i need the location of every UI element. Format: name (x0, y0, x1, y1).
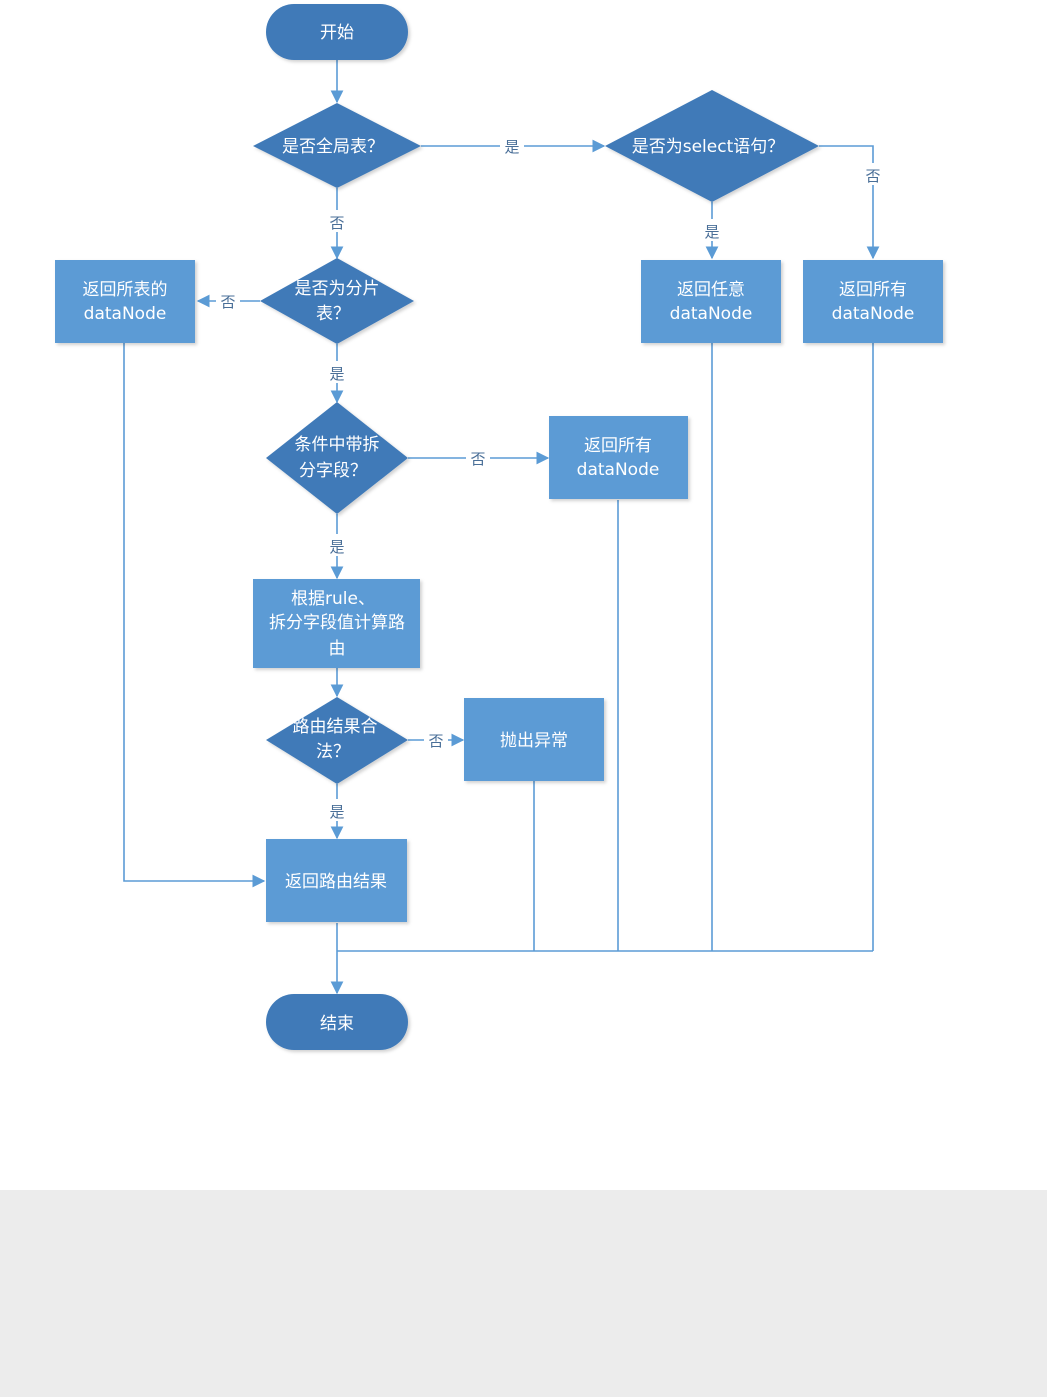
process-return-any: 返回任意 dataNode (641, 260, 781, 343)
flowchart: 是 否 是 否 否 是 否 是 否 是 开始 是否全局表？ 是否为select语… (55, 4, 943, 1050)
process-return-all-a: 返回所有 dataNode (803, 260, 943, 343)
process-throw-exception: 抛出异常 (464, 698, 604, 781)
decision-split-label-1: 条件中带拆 (295, 435, 380, 455)
start-label: 开始 (320, 23, 354, 43)
label-valid-no: 否 (428, 732, 443, 750)
decision-route-valid: 路由结果合 法？ (266, 697, 408, 784)
edge-return-all-tables-to-return-route (123, 343, 266, 888)
start-node: 开始 (266, 4, 408, 60)
edge-select-to-return-all-a (819, 145, 880, 260)
return-all-b-label-1: 返回所有 (584, 436, 652, 456)
return-route-label: 返回路由结果 (285, 872, 387, 892)
label-split-yes: 是 (329, 538, 344, 556)
process-compute-route: 根据rule、 拆分字段值计算路 由 (253, 579, 420, 668)
decision-global-label: 是否全局表？ (282, 137, 384, 157)
label-shard-yes: 是 (329, 365, 344, 383)
compute-label-2: 拆分字段值计算路 (269, 613, 405, 633)
process-return-route: 返回路由结果 (266, 839, 407, 922)
decision-global-table: 是否全局表？ (253, 103, 421, 188)
decision-valid-label-2: 法？ (316, 742, 350, 762)
edge-labels: 是 否 是 否 否 是 否 是 否 是 (216, 134, 885, 821)
return-any-label-2: dataNode (670, 304, 753, 324)
compute-label-1: 根据rule、 (291, 589, 375, 609)
return-all-tables-label-1: 返回所表的 (83, 280, 168, 300)
label-shard-no: 否 (220, 293, 235, 311)
label-select-no: 否 (865, 167, 880, 185)
decision-shard-label-1: 是否为分片 (295, 279, 380, 299)
decision-valid-label-1: 路由结果合 (293, 717, 378, 737)
process-return-all-tables: 返回所表的 dataNode (55, 260, 195, 343)
label-valid-yes: 是 (329, 803, 344, 821)
end-label: 结束 (320, 1014, 354, 1034)
decision-select-label: 是否为select语句？ (632, 137, 785, 157)
label-global-no: 否 (329, 214, 344, 232)
decision-shard-label-2: 表？ (316, 304, 350, 324)
decision-split-label-2: 分字段？ (299, 461, 367, 481)
compute-label-3: 由 (329, 639, 346, 659)
edges (123, 60, 880, 995)
label-split-no: 否 (470, 450, 485, 468)
throw-label: 抛出异常 (500, 731, 568, 751)
return-any-label-1: 返回任意 (677, 280, 745, 300)
label-global-yes: 是 (504, 138, 519, 156)
decision-select-statement: 是否为select语句？ (605, 90, 819, 202)
return-all-a-label-1: 返回所有 (839, 280, 907, 300)
return-all-b-label-2: dataNode (577, 460, 660, 480)
decision-shard-table: 是否为分片 表？ (260, 258, 414, 344)
process-return-all-b: 返回所有 dataNode (549, 416, 688, 499)
return-all-a-label-2: dataNode (832, 304, 915, 324)
decision-split-field: 条件中带拆 分字段？ (266, 402, 408, 514)
end-node: 结束 (266, 994, 408, 1050)
return-all-tables-label-2: dataNode (84, 304, 167, 324)
label-select-yes: 是 (704, 223, 719, 241)
footer-band (0, 1190, 1047, 1397)
